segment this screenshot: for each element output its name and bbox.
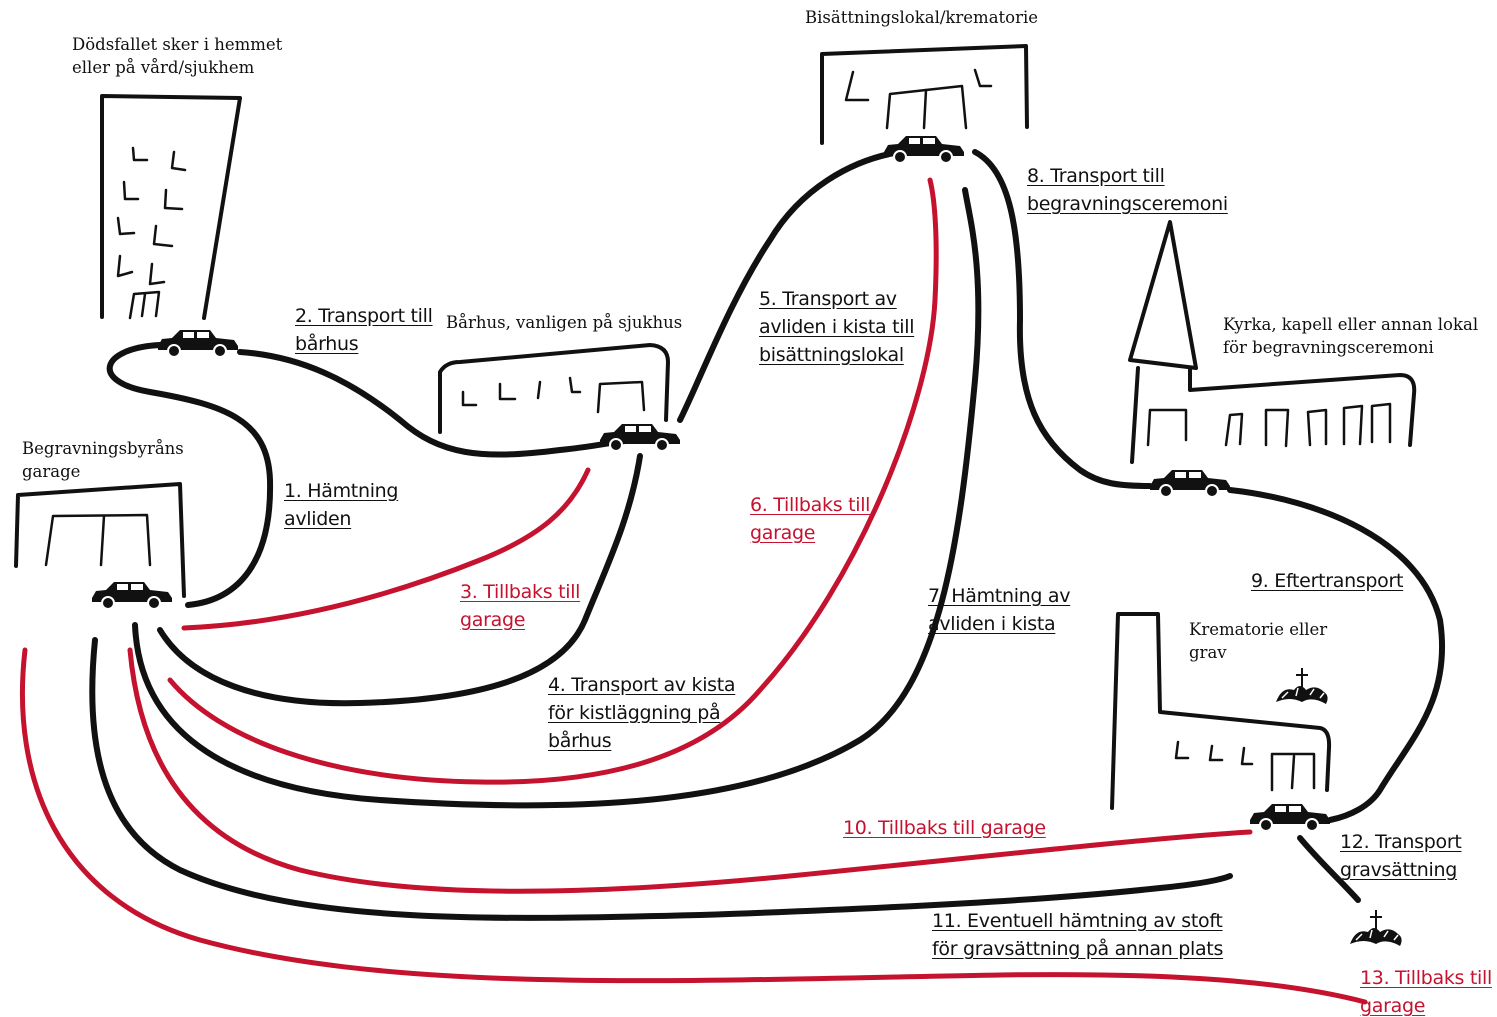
place-home-label: Dödsfallet sker i hemmet eller på vård/s… [72,35,283,77]
route-1 [106,342,274,608]
wreath-cross-icon [1275,667,1329,705]
crematory-building-icon [820,44,1029,145]
church-icon [1128,220,1417,464]
place-morgue-label: Bårhus, vanligen på sjukhus [446,313,683,332]
step-6-label: 6. Tillbaks till garage [750,494,871,544]
car-icon [1249,803,1331,832]
route-5 [677,149,903,423]
route-8 [972,149,1153,489]
step-12-label: 12. Transport gravsättning [1340,831,1462,881]
step-8-label: 8. Transport till begravningsceremoni [1027,165,1228,215]
home-building-icon [100,94,242,320]
place-church-label: Kyrka, kapell eller annan lokal för begr… [1223,315,1479,357]
step-3-label: 3. Tillbaks till garage [460,581,581,631]
route-12 [1297,835,1361,903]
car-icon [1149,469,1231,498]
car-icon [91,581,173,610]
step-13-label: 13. Tillbaks till garage [1360,967,1492,1017]
route-4 [157,453,643,707]
place-garage-label: Begravningsbyråns garage [22,439,184,481]
step-1-label: 1. Hämtning avliden [284,480,399,530]
route-13 [20,647,1368,1005]
route-7 [132,187,982,809]
step-10-label: 10. Tillbaks till garage [843,817,1046,839]
step-11-label: 11. Eventuell hämtning av stoft för grav… [932,910,1224,960]
route-11 [89,637,1233,921]
place-crematory-label: Bisättningslokal/krematorie [805,8,1039,27]
route-2 [237,349,643,458]
place-grave-label: Krematorie eller grav [1189,620,1328,662]
car-icon [157,329,239,358]
step-7-label: 7. Hämtning av avliden i kista [928,585,1071,635]
grave-building-icon [1110,612,1332,810]
car-icon [883,135,965,164]
step-4-label: 4. Transport av kista för kistläggning p… [548,674,736,752]
route-9 [1227,487,1446,823]
step-2-label: 2. Transport till bårhus [295,305,433,355]
car-icon [599,423,681,452]
step-5-label: 5. Transport av avliden i kista till bis… [759,288,915,366]
route-6 [167,177,939,785]
garage-building-icon [14,482,186,598]
morgue-building-icon [438,343,670,434]
wreath-cross-icon [1349,909,1403,947]
route-3 [181,467,591,631]
step-9-label: 9. Eftertransport [1251,570,1404,592]
route-10 [127,647,1253,894]
